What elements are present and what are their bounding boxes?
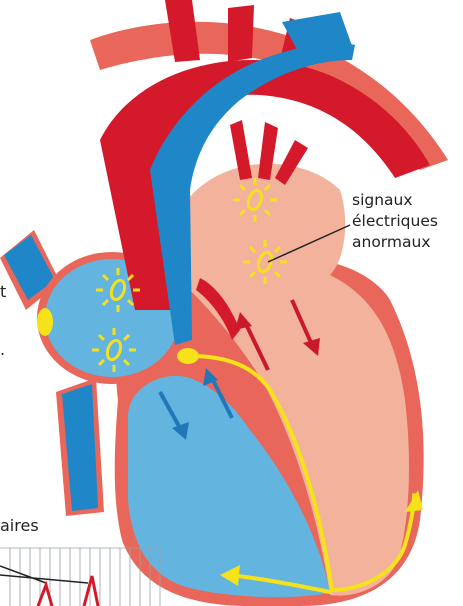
- clipped-text-fragment: aires: [0, 516, 39, 535]
- annotation-line-3: anormaux: [352, 232, 462, 253]
- sinoatrial-node: [37, 308, 53, 336]
- aortic-branch: [228, 5, 254, 62]
- annotation-line-2: électriques: [352, 211, 462, 232]
- abnormal-signals-label: signaux électriques anormaux: [352, 190, 462, 253]
- annotation-line-1: signaux: [352, 190, 462, 211]
- clipped-text-fragment: t: [0, 282, 6, 301]
- atrioventricular-node: [177, 348, 199, 364]
- clipped-text-fragment: .: [0, 340, 5, 359]
